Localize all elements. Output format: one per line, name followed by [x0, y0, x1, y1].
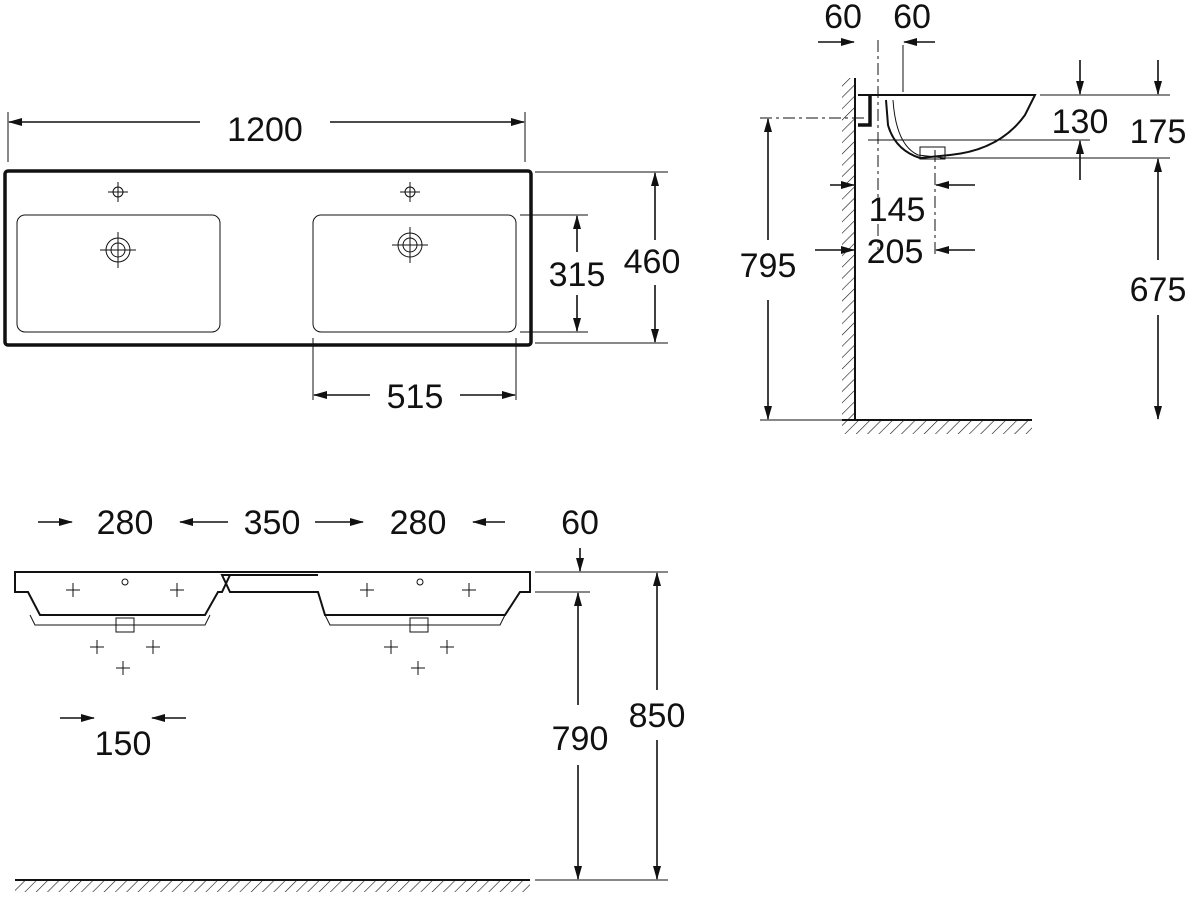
dim-height-to-bottom: 675 — [1130, 271, 1187, 309]
dim-drain-offset-1: 145 — [869, 191, 926, 229]
dim-spacing-middle: 350 — [244, 504, 301, 542]
dim-rim-height: 60 — [561, 504, 599, 542]
tap-hole-icon — [108, 182, 420, 202]
dim-height-under: 790 — [552, 720, 609, 758]
basin-front-outline — [14, 571, 531, 616]
wall — [842, 78, 855, 420]
dim-tap-spacing: 150 — [95, 725, 152, 763]
dim-drain-offset-2: 205 — [867, 233, 924, 271]
left-bowl — [16, 214, 221, 333]
dim-total-height: 175 — [1130, 113, 1187, 151]
floor — [15, 880, 530, 892]
dim-depth-total: 460 — [624, 243, 681, 281]
dim-height-to-top: 795 — [740, 247, 797, 285]
dim-bowl-width: 515 — [387, 378, 444, 416]
side-view: 60 60 130 175 795 675 145 205 — [740, 0, 1187, 434]
floor — [842, 420, 1032, 434]
dim-spacing-right: 280 — [390, 504, 447, 542]
right-bowl — [312, 214, 517, 333]
basin-profile — [858, 94, 1037, 160]
top-view: 1200 460 315 515 — [3, 111, 681, 416]
drain-icon — [100, 227, 428, 268]
tap-hole-icon — [66, 578, 476, 675]
dim-width-total: 1200 — [227, 111, 303, 149]
dim-wall-offset-right: 60 — [893, 0, 931, 36]
dim-spacing-left: 280 — [97, 504, 154, 542]
basin-outline — [3, 169, 533, 347]
dim-bowl-height: 130 — [1052, 103, 1109, 141]
dim-wall-offset-left: 60 — [824, 0, 862, 36]
front-view: 280 350 280 60 790 850 150 — [14, 504, 686, 892]
dim-height-total: 850 — [629, 697, 686, 735]
dim-bowl-depth: 315 — [549, 256, 606, 294]
